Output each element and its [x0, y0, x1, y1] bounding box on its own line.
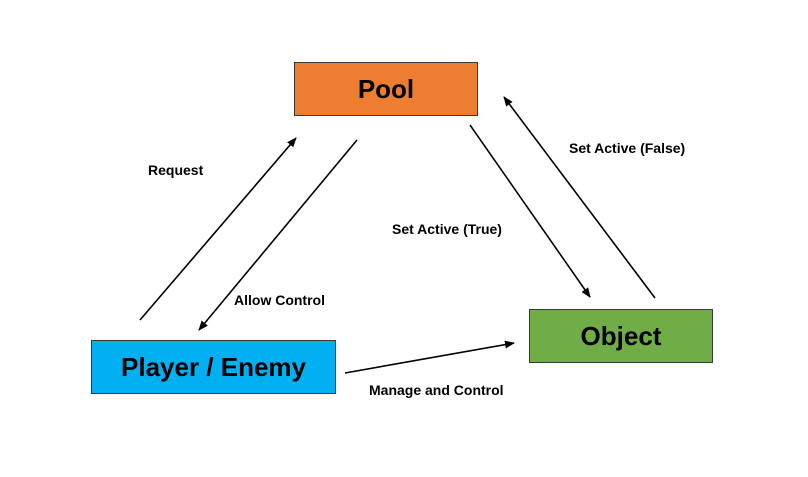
- request-arrow: [139, 137, 297, 321]
- manage-and-control-arrow: [344, 340, 515, 374]
- object-node: Object: [529, 309, 713, 363]
- pool-label: Pool: [357, 73, 415, 104]
- set-active-false-arrow: [503, 96, 656, 299]
- player-enemy-label: Player / Enemy: [121, 351, 306, 382]
- player-enemy-node: Player / Enemy: [91, 340, 336, 394]
- set-active-true-arrow: [469, 124, 591, 298]
- object-label: Object: [580, 320, 662, 351]
- set-active-false-label: Set Active (False): [569, 140, 686, 156]
- pool-node: Pool: [294, 62, 478, 116]
- request-label: Request: [148, 162, 204, 178]
- set-active-true-label: Set Active (True): [392, 221, 502, 237]
- allow-control-arrow: [198, 139, 358, 331]
- manage-and-control-label: Manage and Control: [369, 382, 504, 398]
- allow-control-label: Allow Control: [234, 292, 325, 308]
